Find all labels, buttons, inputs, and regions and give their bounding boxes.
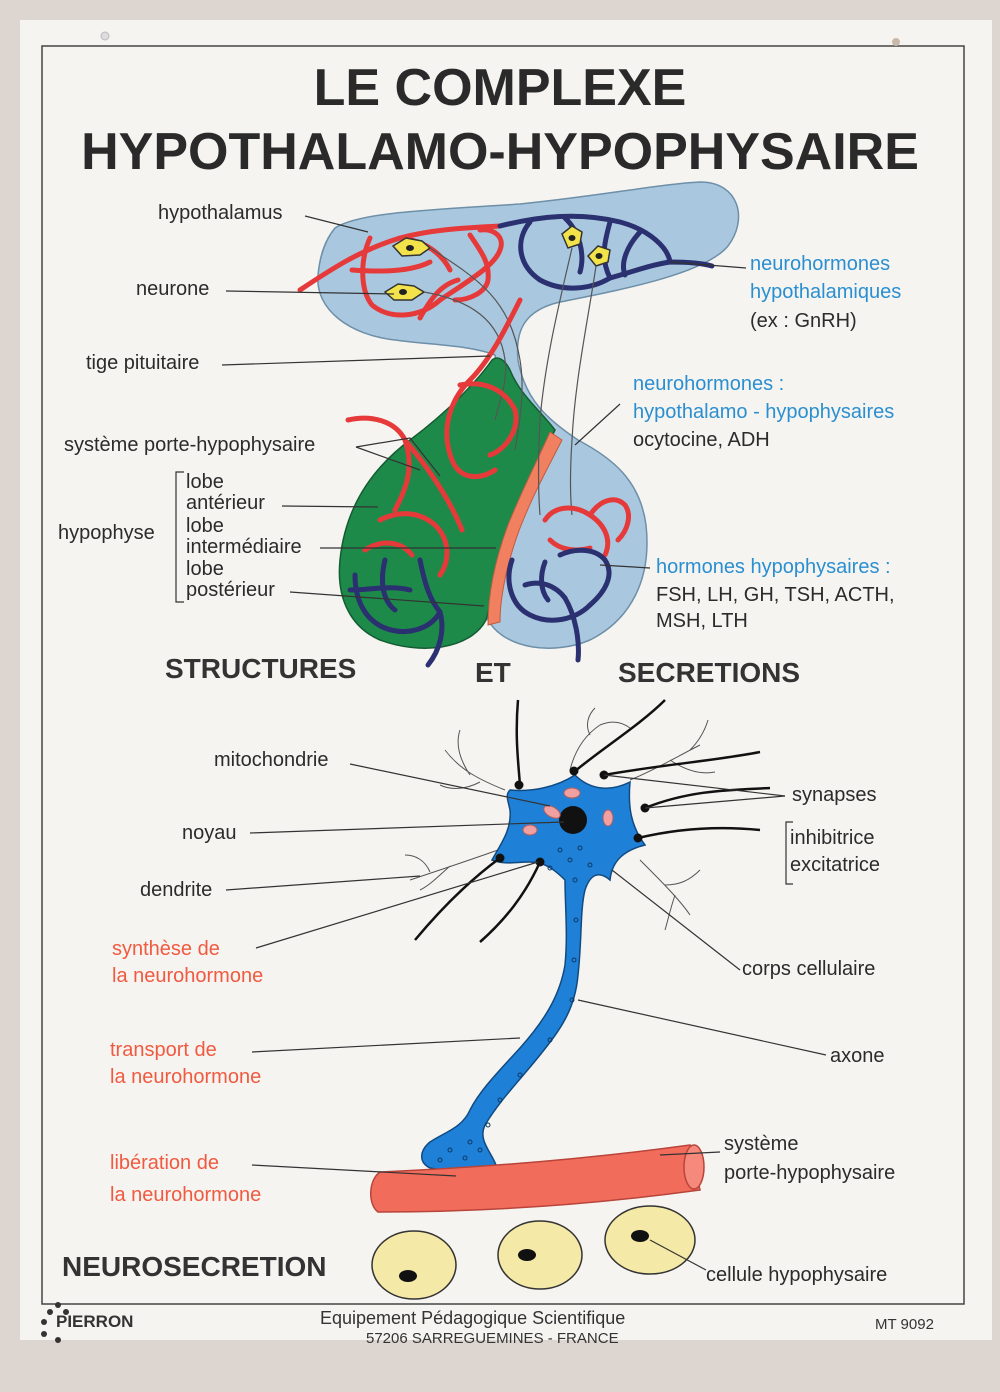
label-lobe-int-2: intermédiaire: [186, 536, 302, 558]
label-neurohormones-hh-1: neurohormones :: [633, 373, 785, 395]
label-inhibitrice: inhibitrice: [790, 827, 875, 849]
label-synapses: synapses: [792, 784, 877, 806]
title-line-1: LE COMPLEXE: [313, 59, 687, 117]
label-lobe-post-1: lobe: [186, 558, 224, 580]
label-corps-cellulaire: corps cellulaire: [742, 958, 876, 980]
neurosecretion-granules: [437, 845, 593, 1163]
label-systeme-2: porte-hypophysaire: [724, 1162, 896, 1184]
section-et: ET: [475, 657, 511, 688]
label-lobe-int-1: lobe: [186, 515, 224, 537]
portal-blue-vessels: [347, 557, 445, 668]
section-structures: STRUCTURES: [165, 653, 357, 684]
top-leader-lines: [175, 215, 747, 607]
hypothalamic-neurons: [383, 225, 611, 301]
label-tige-pituitaire: tige pituitaire: [86, 352, 200, 374]
label-neurohormones-hh-2: hypothalamo - hypophysaires: [633, 401, 895, 423]
pin-hole-left: [100, 31, 110, 41]
brand-pierron: PIERRON: [56, 1312, 134, 1331]
footer-code: MT 9092: [875, 1316, 934, 1333]
label-neurone: neurone: [136, 278, 210, 300]
label-synthese-1: synthèse de: [112, 938, 220, 960]
posterior-blue-vessels: [506, 547, 612, 663]
dendrite-branches: [404, 707, 716, 931]
frame-border: [41, 45, 965, 1305]
portal-red-vessels: [345, 297, 523, 578]
label-mitochondrie: mitochondrie: [214, 749, 329, 771]
label-dendrite: dendrite: [140, 879, 213, 901]
label-transport-2: la neurohormone: [110, 1066, 262, 1088]
label-hypophyse: hypophyse: [58, 522, 155, 544]
title-line-2: HYPOTHALAMO-HYPOPHYSAIRE: [81, 123, 919, 181]
label-liberation-2: la neurohormone: [110, 1184, 262, 1206]
neuron-nucleus: [559, 806, 587, 834]
portal-vessel: [370, 1144, 705, 1213]
label-noyau: noyau: [182, 822, 237, 844]
pierron-logo-dots: [41, 1302, 69, 1343]
section-secretions: SECRETIONS: [618, 657, 801, 688]
label-hypothalamus: hypothalamus: [158, 202, 283, 224]
label-neurohormones-hyp-2: hypothalamiques: [750, 281, 902, 303]
footer-line-1: Equipement Pédagogique Scientifique: [320, 1308, 626, 1328]
label-synthese-2: la neurohormone: [112, 965, 264, 987]
label-lobe-ant-1: lobe: [186, 471, 224, 493]
label-transport-1: transport de: [110, 1039, 217, 1061]
footer-line-2: 57206 SARREGUEMINES - FRANCE: [366, 1330, 619, 1347]
label-axone: axone: [830, 1045, 885, 1067]
label-hormones-3: MSH, LTH: [656, 610, 748, 632]
pin-hole-right: [892, 38, 900, 46]
label-hormones-1: hormones hypophysaires :: [656, 556, 891, 578]
pituitary-cells: [371, 1205, 696, 1300]
label-systeme-porte: système porte-hypophysaire: [64, 434, 316, 456]
mitochondria: [522, 787, 614, 836]
label-neurohormones-hh-3: ocytocine, ADH: [633, 429, 770, 451]
label-cellule-hypophysaire: cellule hypophysaire: [706, 1264, 888, 1286]
intermediate-lobe-shape: [487, 431, 563, 626]
section-neurosecretion: NEUROSECRETION: [62, 1251, 327, 1282]
synapse-terminals: [414, 699, 771, 943]
label-excitatrice: excitatrice: [790, 854, 881, 876]
label-liberation-1: libération de: [110, 1152, 219, 1174]
bottom-leader-lines: [225, 763, 827, 1271]
label-lobe-ant-2: antérieur: [186, 492, 265, 514]
label-lobe-post-2: postérieur: [186, 579, 275, 601]
label-systeme-1: système: [724, 1133, 799, 1155]
label-hormones-2: FSH, LH, GH, TSH, ACTH,: [656, 584, 895, 606]
label-neurohormones-hyp-1: neurohormones: [750, 253, 891, 275]
stalk-axons: [423, 247, 597, 516]
label-neurohormones-hyp-3: (ex : GnRH): [750, 310, 857, 332]
